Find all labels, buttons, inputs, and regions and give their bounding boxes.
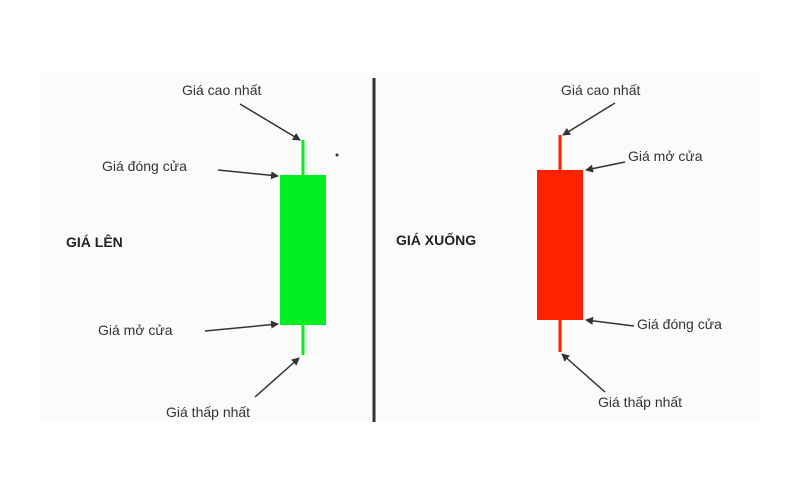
bullish-open-arrow [204, 320, 279, 332]
bearish-close-label: Giá đóng cửa [637, 316, 722, 332]
bearish-candle-body [537, 170, 583, 320]
bullish-open-label: Giá mở cửa [98, 322, 173, 338]
bullish-low-label: Giá thấp nhất [166, 404, 250, 420]
bearish-open-label: Giá mở cửa [628, 148, 703, 164]
bullish-low-arrow [254, 357, 300, 398]
bullish-title: GIÁ LÊN [66, 233, 123, 250]
bullish-high-arrow [239, 103, 301, 141]
stray-dot [335, 153, 339, 157]
diagram-background [40, 72, 760, 422]
bearish-high-arrow [562, 102, 616, 136]
bullish-high-label: Giá cao nhất [182, 82, 261, 98]
bullish-close-label: Giá đóng cửa [102, 158, 187, 174]
bearish-title: GIÁ XUỐNG [396, 231, 476, 248]
bearish-candle-group [537, 135, 583, 352]
bearish-high-label: Giá cao nhất [561, 82, 640, 98]
bearish-close-arrow [585, 316, 635, 327]
bullish-candle-body [280, 175, 326, 325]
bullish-candle-group [280, 140, 326, 355]
bullish-close-arrow [217, 169, 279, 180]
bearish-low-label: Giá thấp nhất [598, 394, 682, 410]
bearish-open-arrow [585, 161, 626, 173]
bearish-low-arrow [561, 353, 606, 393]
